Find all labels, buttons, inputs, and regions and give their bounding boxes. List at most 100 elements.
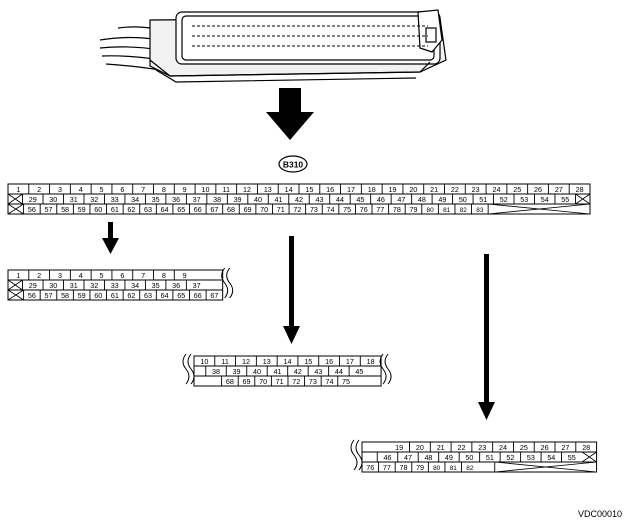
pin-label: 71 bbox=[277, 205, 285, 214]
pin-label: 7 bbox=[141, 271, 145, 280]
pin-label: 72 bbox=[292, 377, 300, 386]
pin-label: 61 bbox=[111, 205, 119, 214]
pin-label: 18 bbox=[367, 357, 375, 366]
pin-label: 1 bbox=[16, 271, 20, 280]
pin-label: 57 bbox=[44, 291, 52, 300]
pin-label: 48 bbox=[418, 195, 426, 204]
pin-label: 38 bbox=[213, 195, 221, 204]
pin-label: 49 bbox=[445, 453, 453, 462]
pin-label: 79 bbox=[409, 205, 417, 214]
pin-label: 55 bbox=[568, 453, 576, 462]
pin-label: 68 bbox=[226, 377, 234, 386]
pin-label: 42 bbox=[295, 195, 303, 204]
pin-label: 81 bbox=[450, 465, 458, 472]
pin-label: 44 bbox=[336, 195, 344, 204]
pin-label: 2 bbox=[37, 185, 41, 194]
pin-label: 65 bbox=[177, 205, 185, 214]
pin-label: 29 bbox=[29, 281, 37, 290]
pin-label: 32 bbox=[90, 195, 98, 204]
pin-label: 82 bbox=[466, 465, 474, 472]
pin-label: 1 bbox=[16, 185, 20, 194]
pin-label: 12 bbox=[242, 357, 250, 366]
pin-label: 22 bbox=[457, 443, 465, 452]
pin-label: 19 bbox=[395, 443, 403, 452]
pin-label: 62 bbox=[127, 205, 135, 214]
pin-label: 17 bbox=[346, 357, 354, 366]
pin-label: 9 bbox=[183, 185, 187, 194]
pin-label: 75 bbox=[342, 377, 350, 386]
pin-label: 3 bbox=[58, 271, 62, 280]
pin-label: 77 bbox=[383, 463, 391, 472]
pin-label: 27 bbox=[561, 443, 569, 452]
pin-label: 66 bbox=[194, 291, 202, 300]
pin-label: 81 bbox=[443, 207, 451, 214]
pin-label: 58 bbox=[61, 291, 69, 300]
pin-label: 46 bbox=[383, 453, 391, 462]
pin-label: 68 bbox=[227, 205, 235, 214]
pin-label: 51 bbox=[479, 195, 487, 204]
pin-label: 15 bbox=[304, 357, 312, 366]
pin-label: 25 bbox=[520, 443, 528, 452]
pin-label: 19 bbox=[389, 185, 397, 194]
pin-label: 64 bbox=[161, 205, 169, 214]
pin-label: 70 bbox=[259, 377, 267, 386]
pin-label: 80 bbox=[427, 207, 435, 214]
pin-label: 37 bbox=[193, 195, 201, 204]
pin-label: 31 bbox=[70, 195, 78, 204]
pin-label: 58 bbox=[61, 205, 69, 214]
pin-label: 60 bbox=[94, 291, 102, 300]
pin-label: 37 bbox=[193, 281, 201, 290]
pin-label: 77 bbox=[376, 205, 384, 214]
pin-label: 60 bbox=[94, 205, 102, 214]
pin-label: 54 bbox=[547, 453, 555, 462]
pin-label: 39 bbox=[232, 367, 240, 376]
connector-illustration bbox=[99, 9, 447, 83]
pin-label: 48 bbox=[424, 453, 432, 462]
pin-label: 83 bbox=[476, 207, 484, 214]
pin-label: 61 bbox=[111, 291, 119, 300]
pin-label: 24 bbox=[499, 443, 507, 452]
pin-label: 14 bbox=[285, 185, 293, 194]
pin-label: 46 bbox=[377, 195, 385, 204]
pin-label: 13 bbox=[264, 185, 272, 194]
pin-label: 15 bbox=[305, 185, 313, 194]
pin-label: 31 bbox=[70, 281, 78, 290]
pin-label: 43 bbox=[315, 195, 323, 204]
pin-label: 38 bbox=[212, 367, 220, 376]
pin-label: 23 bbox=[472, 185, 480, 194]
pin-label: 52 bbox=[500, 195, 508, 204]
pin-label: 26 bbox=[534, 185, 542, 194]
connector-id-text: B310 bbox=[283, 160, 304, 170]
pin-label: 36 bbox=[172, 195, 180, 204]
pin-label: 66 bbox=[194, 205, 202, 214]
pin-label: 14 bbox=[284, 357, 292, 366]
pin-label: 7 bbox=[141, 185, 145, 194]
pin-label: 16 bbox=[326, 185, 334, 194]
pin-label: 5 bbox=[100, 185, 104, 194]
pin-label: 44 bbox=[335, 367, 343, 376]
pin-label: 40 bbox=[253, 367, 261, 376]
arrow-right bbox=[478, 254, 495, 420]
pin-label: 78 bbox=[399, 463, 407, 472]
pin-label: 62 bbox=[127, 291, 135, 300]
pin-label: 59 bbox=[78, 291, 86, 300]
pin-label: 50 bbox=[465, 453, 473, 462]
pin-label: 65 bbox=[177, 291, 185, 300]
pin-label: 9 bbox=[183, 271, 187, 280]
pin-label: 26 bbox=[541, 443, 549, 452]
pin-label: 76 bbox=[360, 205, 368, 214]
pin-label: 79 bbox=[416, 463, 424, 472]
pin-label: 52 bbox=[506, 453, 514, 462]
pin-label: 2 bbox=[37, 271, 41, 280]
pin-label: 76 bbox=[366, 463, 374, 472]
pin-label: 56 bbox=[28, 291, 36, 300]
pin-label: 35 bbox=[152, 281, 160, 290]
pin-label: 12 bbox=[243, 185, 251, 194]
arrow-middle bbox=[283, 236, 300, 344]
pin-label: 10 bbox=[201, 185, 209, 194]
pin-label: 16 bbox=[325, 357, 333, 366]
pin-label: 78 bbox=[393, 205, 401, 214]
